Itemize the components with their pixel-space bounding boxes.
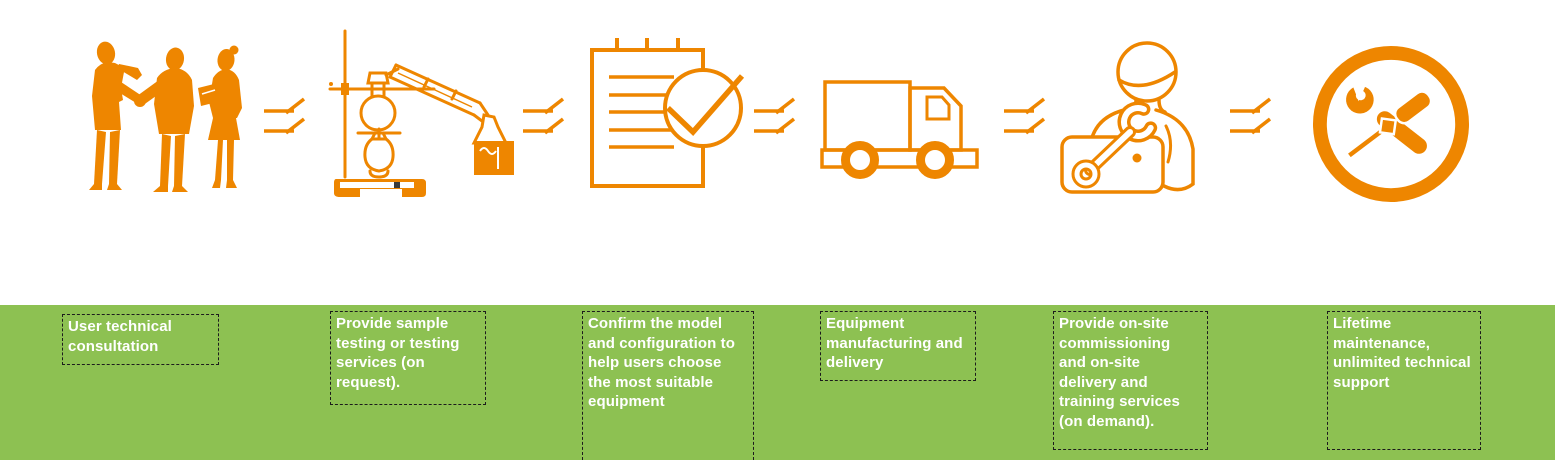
step-label-lifetime-maintenance: Lifetime maintenance, unlimited technica… <box>1327 311 1481 450</box>
step-label-onsite-commissioning: Provide on-site commissioning and on-sit… <box>1053 311 1208 450</box>
onsite-technician-icon <box>1060 34 1205 196</box>
sample-testing-distillation-icon <box>328 27 520 199</box>
checklist-confirm-icon <box>590 36 750 188</box>
step-label-consultation: User technical consultation <box>62 314 219 365</box>
lifetime-maintenance-tools-icon <box>1312 45 1470 203</box>
process-label-band <box>0 305 1555 460</box>
flow-arrow-icon <box>1001 96 1049 140</box>
delivery-truck-icon <box>820 80 980 182</box>
flow-arrow-icon <box>520 96 568 140</box>
consultation-people-icon <box>85 38 247 198</box>
step-label-manufacturing-delivery: Equipment manufacturing and delivery <box>820 311 976 381</box>
step-label-confirm-model: Confirm the model and configuration to h… <box>582 311 754 460</box>
flow-arrow-icon <box>751 96 799 140</box>
flow-arrow-icon <box>261 96 309 140</box>
step-label-sample-testing: Provide sample testing or testing servic… <box>330 311 486 405</box>
flow-arrow-icon <box>1227 96 1275 140</box>
